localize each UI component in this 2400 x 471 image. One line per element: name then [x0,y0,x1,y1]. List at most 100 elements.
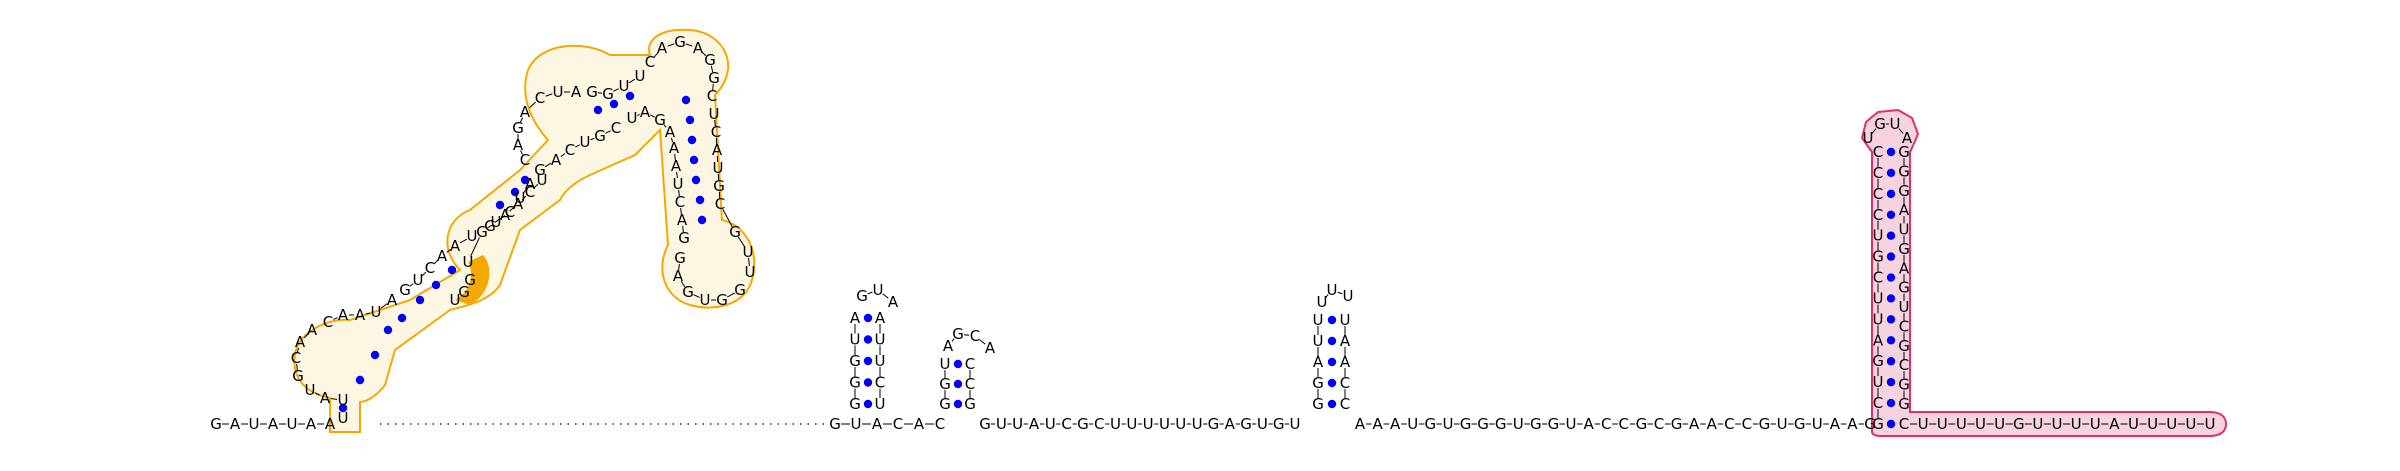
domain1-base-link [446,249,451,253]
domain1-base: A [669,139,680,157]
domain1-base: U [450,291,461,309]
domain1-base-link [296,347,300,353]
middle-segment-3-base: G [1671,415,1683,433]
middle-segment-3-base: A [1689,415,1700,433]
five-prime-end: A [268,415,279,433]
domain1-base-link [680,280,686,288]
middle-segment-2-base: U [1159,415,1170,433]
terminator-base: C [1873,143,1883,161]
five-prime-end: G [210,415,222,433]
domain1-base-link [597,92,603,94]
domain1-base-link [330,398,338,400]
hairpin1-base-pair [863,335,873,344]
domain1-base-link [722,209,733,227]
domain1-base: U [338,391,349,409]
domain1-base: U [627,109,638,127]
middle-segment-2-base: U [996,415,1007,433]
domain1-base: A [671,157,682,175]
domain1-base: A [513,195,524,213]
domain1-base: G [729,223,741,241]
domain1-base: U [580,133,591,151]
middle-segment-3-base: U [1777,415,1788,433]
domain1-base: A [500,206,511,224]
domain1-base-link [605,130,611,134]
terminator-base: G [1898,143,1910,161]
domain1-base: G [292,367,304,385]
terminator-base: G [1898,240,1910,258]
middle-segment-3-base: G [1425,415,1437,433]
domain1-base: U [709,105,720,123]
three-prime-tail-base: U [2205,415,2216,433]
domain1-base: A [693,39,704,57]
domain1-base-link [533,183,539,189]
domain1-base-link [613,88,619,92]
middle-segment-1-base: A [914,415,925,433]
domain1-base-pair [609,99,619,109]
domain1-base-link [714,119,716,127]
terminator-base: U [1873,373,1884,391]
hairpin1-base-pair [863,378,873,387]
terminator-base-pair [1886,357,1896,366]
domain1-base: G [704,51,716,69]
three-prime-tail-base: G [2013,415,2025,433]
middle-segment-3-base: G [1548,415,1560,433]
domain1-base-link [521,195,527,201]
middle-segment-2-base: U [1110,415,1121,433]
domain1-base-link [575,144,580,148]
domain1-base-pair [685,115,695,125]
domain1-base: A [387,291,398,309]
domain1-base-link [710,65,714,73]
domain1-base-link [433,259,439,265]
hairpin3-base-link [1325,294,1329,298]
middle-segment-3-base: U [1407,415,1418,433]
hairpin3-base: U [1340,311,1351,329]
hairpin3-base: G [1312,374,1324,392]
domain1-base-link [296,363,298,371]
five-prime-end: A [325,415,336,433]
domain1-base-link [590,137,595,141]
hairpin3-base: C [1340,395,1350,413]
domain1-base: A [338,306,349,324]
domain1-base-link [544,162,552,168]
terminator-base-pair [1886,294,1896,303]
hairpin1-base: A [875,309,886,327]
middle-segment-2-base: G [1273,415,1285,433]
domain1-base-pair [697,215,707,225]
domain1-base-link [670,137,674,143]
five-prime-end: A [230,415,241,433]
domain1-base-pair [510,187,520,197]
hairpin2-base: G [964,395,976,413]
domain1-base: U [413,271,424,289]
domain1-base: C [520,151,530,169]
terminator-base-pair [1886,336,1896,345]
domain1-base: A [320,389,331,407]
domain1-base: C [565,141,575,159]
domain1-base: A [525,175,536,193]
domain1-base: G [708,69,720,87]
domain1-base: U [467,227,478,245]
middle-segment-1-base: C [935,415,945,433]
three-prime-tail-base: U [2052,415,2063,433]
domain1-base: U [745,263,756,281]
terminator-base: G [1872,248,1884,266]
middle-segment-3-base: A [1355,415,1366,433]
hairpin2-base-link [963,334,970,336]
terminator-base-pair [1886,377,1896,387]
middle-segment-1-base: U [851,415,862,433]
hairpin3-base: U [1317,293,1328,311]
middle-segment-2-base: U [1290,415,1301,433]
domain1-base: C [525,183,535,201]
hairpin3-base-pair [1327,315,1337,325]
hairpin1-base: G [849,374,861,392]
domain1-base: U [515,189,526,207]
hairpin1-base-pair [863,399,873,409]
middle-segment-2-base: A [1225,415,1236,433]
domain1-base: A [307,321,318,339]
domain1-base-link [653,52,659,58]
hairpin2-base-link [951,338,955,342]
domain1-base-link [470,237,480,257]
terminator-base-pair [1886,273,1896,282]
domain1-base-link [628,78,636,84]
domain1-base: C [675,193,685,211]
domain1-base: A [571,83,582,101]
